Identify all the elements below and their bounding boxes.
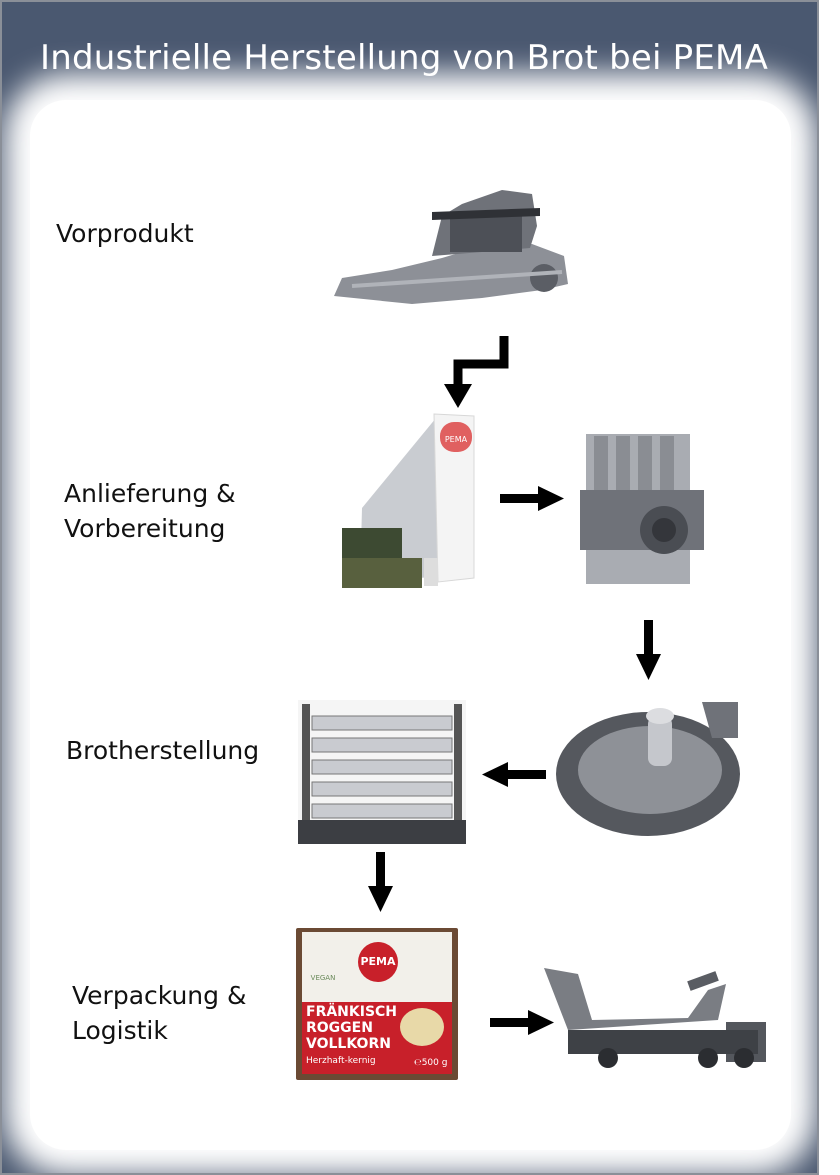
package-brand: PEMA [360,955,396,968]
product-name-line3: VOLLKORN [306,1036,391,1052]
dough-mixer-image [556,702,740,836]
stage-label-anlieferung: Anlieferung & Vorbereitung [64,479,236,543]
delivery-truck-image [544,968,766,1068]
product-name-line2: ROGGEN [306,1020,373,1036]
poster-title: Industrielle Herstellung von Brot bei PE… [40,38,769,78]
svg-text:PEMA: PEMA [445,435,468,444]
silo-image: PEMA [342,413,475,588]
stage-label-verpackung: Verpackung & Logistik [72,981,247,1045]
package-tagline: Herzhaft-kernig [306,1056,376,1066]
arrow-left-1 [482,762,546,787]
stage-label-vorprodukt: Vorprodukt [56,219,194,248]
arrow-down-1 [636,620,661,680]
arrow-right-2 [490,1010,554,1035]
grain-mill-image [580,434,704,584]
package-weight: ℮500 g [414,1058,448,1068]
arrow-right-1 [500,486,564,511]
bread-package-image: PEMA VEGAN FRÄNKISCH ROGGEN VOLLKORN Her… [296,928,458,1080]
stage-label-brotherstellung: Brotherstellung [66,736,260,765]
vegan-badge: VEGAN [310,974,336,982]
poster: Industrielle Herstellung von Brot bei PE… [0,0,819,1175]
bread-rack-image [298,700,466,844]
arrow-down-2 [368,852,393,912]
combine-harvester-image [334,190,568,304]
product-name-line1: FRÄNKISCH [306,1004,398,1020]
arrow-elbow-down [444,336,509,408]
